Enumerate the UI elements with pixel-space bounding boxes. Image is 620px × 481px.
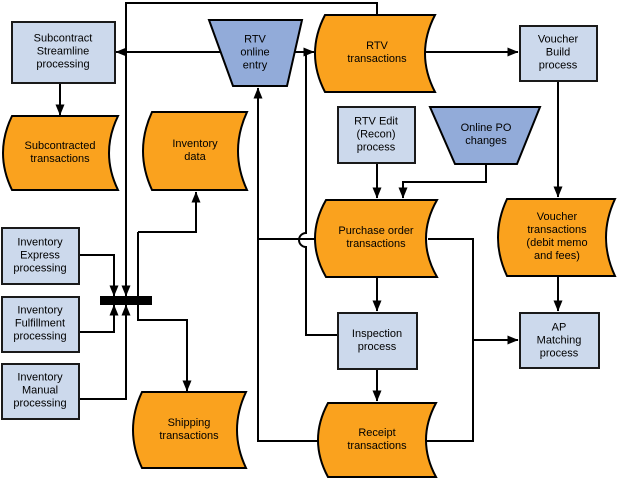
synchronization-bar — [100, 296, 152, 305]
label-inventory-express-processing: Inventory Express processing — [13, 236, 67, 275]
label-ap-matching-process: AP Matching process — [536, 321, 582, 360]
label-shipping-transactions: Shipping transactions — [159, 417, 219, 442]
node-rtv-edit-recon-process — [337, 106, 416, 164]
arrow-rtv-transactions-to-sync-bar — [121, 2, 378, 297]
label-receipt-transactions: Receipt transactions — [347, 427, 407, 452]
label-rtv-online-entry: RTV online entry — [240, 33, 270, 72]
arrow-inventory-express-to-sync-bar — [79, 254, 119, 297]
arrow-receipt-transactions-to-rtv-online-entry — [253, 87, 318, 442]
node-inventory-fulfillment-processing — [1, 296, 80, 353]
label-subcontract-streamline-processing: Subcontract Streamline processing — [33, 32, 93, 71]
arrow-inventory-fulfillment-to-sync-bar — [79, 304, 119, 333]
node-ap-matching-process — [519, 312, 600, 369]
node-online-po-changes — [428, 106, 542, 165]
node-voucher-build-process — [519, 25, 598, 82]
label-inventory-fulfillment-processing: Inventory Fulfillment processing — [13, 304, 67, 343]
arrow-sync-bar-to-shipping-transactions — [137, 232, 192, 392]
node-receipt-transactions — [317, 402, 438, 478]
label-rtv-edit-recon-process: RTV Edit (Recon) process — [354, 115, 398, 154]
node-purchase-order-transactions — [314, 199, 439, 278]
node-subcontract-streamline-processing — [11, 21, 116, 84]
label-online-po-changes: Online PO changes — [460, 122, 512, 147]
arrow-online-po-changes-to-purchase-order-transactions — [398, 164, 487, 199]
arrow-purchase-order-transactions-to-ap-matching — [428, 238, 519, 345]
node-inventory-data — [142, 111, 249, 191]
node-inspection-process — [337, 312, 418, 370]
node-voucher-transactions — [497, 198, 617, 277]
line-receipt-transactions-to-ap-matching — [427, 340, 474, 442]
node-rtv-online-entry — [207, 19, 304, 87]
label-inventory-manual-processing: Inventory Manual processing — [13, 371, 67, 410]
node-rtv-transactions — [314, 14, 437, 93]
label-voucher-transactions: Voucher transactions (debit memo and fee… — [526, 211, 588, 262]
arrow-inventory-manual-to-sync-bar — [79, 304, 131, 400]
label-inventory-data: Inventory data — [172, 138, 218, 163]
label-subcontracted-transactions: Subcontracted transactions — [24, 140, 96, 165]
node-shipping-transactions — [132, 391, 248, 469]
label-purchase-order-transactions: Purchase order transactions — [338, 225, 414, 250]
label-rtv-transactions: RTV transactions — [347, 40, 407, 65]
node-subcontracted-transactions — [2, 115, 120, 191]
line-inspection-to-junction-with-jump — [298, 52, 338, 336]
label-voucher-build-process: Voucher Build process — [537, 33, 579, 72]
label-inspection-process: Inspection process — [351, 328, 403, 353]
arrow-sync-bar-to-inventory-data — [138, 191, 201, 233]
node-inventory-express-processing — [1, 227, 80, 285]
node-inventory-manual-processing — [1, 363, 80, 420]
